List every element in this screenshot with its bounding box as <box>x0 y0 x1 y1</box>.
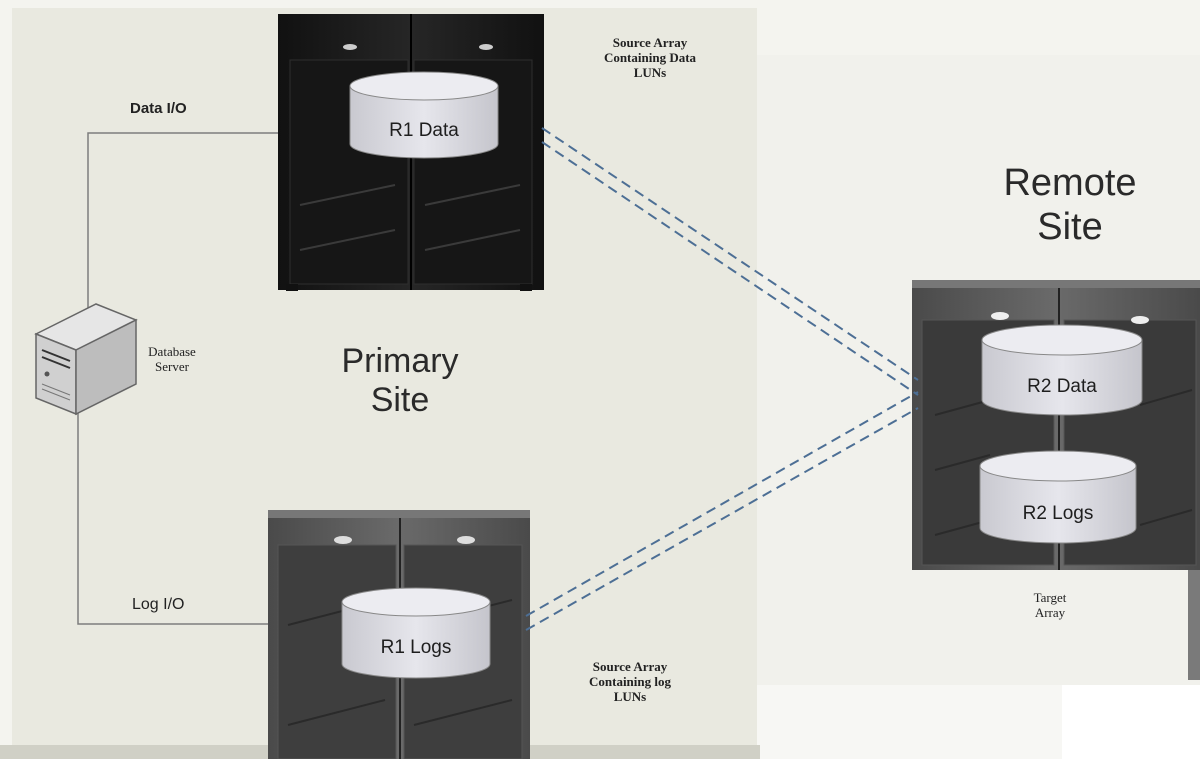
database-server-icon <box>34 303 138 416</box>
source-array-data-caption-line3: LUNs <box>633 64 667 80</box>
disk-r1-logs-label: R1 Logs <box>380 637 452 658</box>
target-array-caption: Target Array <box>990 590 1110 621</box>
source-array-data-caption: Source Array Containing Data LUNs <box>565 35 735 81</box>
source-array-log-caption: Source Array Containing log LUNs <box>545 659 715 705</box>
primary-site-title: Primary Site <box>290 342 510 420</box>
remote-site-title-line1: Remote <box>1003 162 1137 204</box>
data-io-label: Data I/O <box>130 100 187 117</box>
source-array-data-rack <box>278 14 544 291</box>
disk-r1-data-label: R1 Data <box>389 120 459 141</box>
target-array-caption-line1: Target <box>1033 590 1067 605</box>
disk-r1-data <box>349 71 499 159</box>
primary-site-title-line1: Primary <box>341 342 459 380</box>
log-io-label: Log I/O <box>132 596 185 613</box>
data-io-cable <box>87 132 282 316</box>
log-io-cable <box>77 400 272 625</box>
database-server-label: Database Server <box>132 344 212 375</box>
primary-site-title-line2: Site <box>370 381 430 420</box>
replication-links <box>525 127 919 631</box>
disk-r2-logs-label: R2 Logs <box>1022 503 1094 524</box>
disk-r2-data-label: R2 Data <box>1027 376 1097 397</box>
database-server-label-line2: Server <box>155 358 189 374</box>
database-server-label-line1: Database <box>148 344 196 359</box>
target-array-caption-line2: Array <box>1034 604 1066 620</box>
remote-site-title-line2: Site <box>1037 205 1103 248</box>
disk-r1-logs <box>341 587 491 679</box>
source-array-data-caption-line2: Containing Data <box>603 49 697 65</box>
source-array-log-caption-line1: Source Array <box>592 659 668 674</box>
source-array-log-caption-line3: LUNs <box>613 688 647 704</box>
disk-r2-logs <box>979 450 1137 544</box>
disk-r2-data <box>981 324 1143 416</box>
right-edge-strip <box>1188 560 1200 680</box>
bright-corner-area <box>1062 685 1200 759</box>
source-array-data-caption-line1: Source Array <box>612 35 688 50</box>
remote-site-title: Remote Site <box>955 162 1185 249</box>
source-array-log-caption-line2: Containing log <box>589 673 671 689</box>
